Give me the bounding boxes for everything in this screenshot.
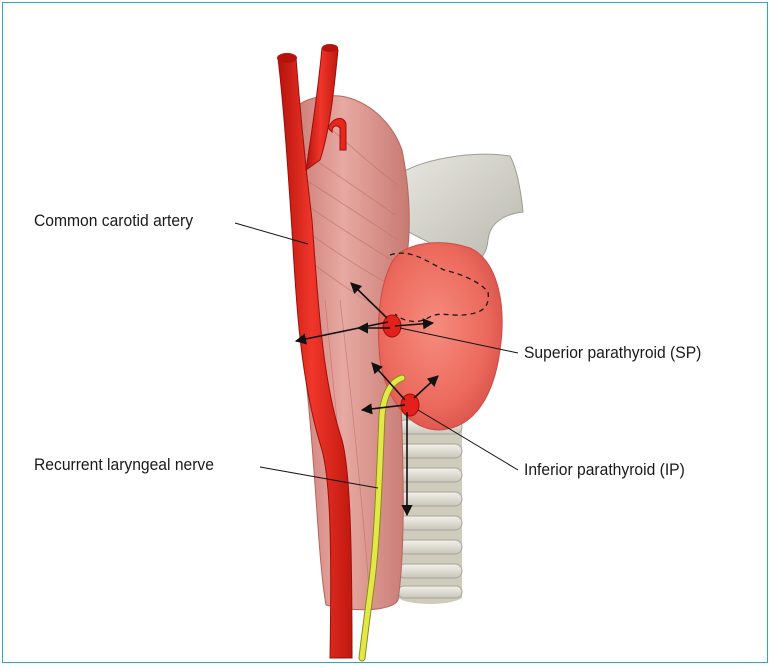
label-inferior-parathyroid: Inferior parathyroid (IP) xyxy=(524,460,685,480)
external-carotid-end xyxy=(277,53,297,63)
internal-carotid-end xyxy=(322,44,338,52)
label-superior-parathyroid: Superior parathyroid (SP) xyxy=(524,343,701,363)
label-recurrent-laryngeal-nerve: Recurrent laryngeal nerve xyxy=(34,455,214,475)
label-common-carotid-artery: Common carotid artery xyxy=(34,211,193,231)
